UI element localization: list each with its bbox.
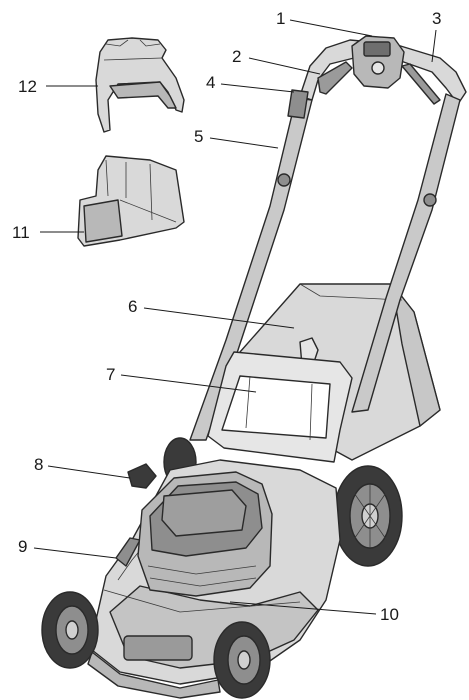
handle-upper-bar [189,39,467,441]
part-12-mulch-cover [95,37,185,133]
part-1-control-box [351,35,405,89]
leader-lines [33,19,437,615]
callout-9: 9 [18,537,27,556]
callout-4: 4 [206,73,215,92]
callout-3: 3 [432,9,441,28]
front-right-wheel [213,621,271,699]
callout-labels: 1 2 3 4 5 6 7 8 9 10 11 12 [12,9,441,624]
callout-10: 10 [380,605,399,624]
callout-1: 1 [276,9,285,28]
motor-housing [137,471,273,597]
front-left-wheel [41,591,99,669]
part-2-safety-lever [317,61,353,95]
callout-2: 2 [232,47,241,66]
callout-8: 8 [34,455,43,474]
part-3-bail-lever [401,63,441,105]
part-7-bag-frame [207,351,353,463]
rear-right-wheel [333,465,403,567]
part-8-safety-key [127,463,157,489]
callout-12: 12 [18,77,37,96]
callout-7: 7 [106,365,115,384]
callout-11: 11 [12,223,30,242]
part-11-discharge-chute [77,155,185,247]
callout-5: 5 [194,127,203,146]
callout-6: 6 [128,297,137,316]
